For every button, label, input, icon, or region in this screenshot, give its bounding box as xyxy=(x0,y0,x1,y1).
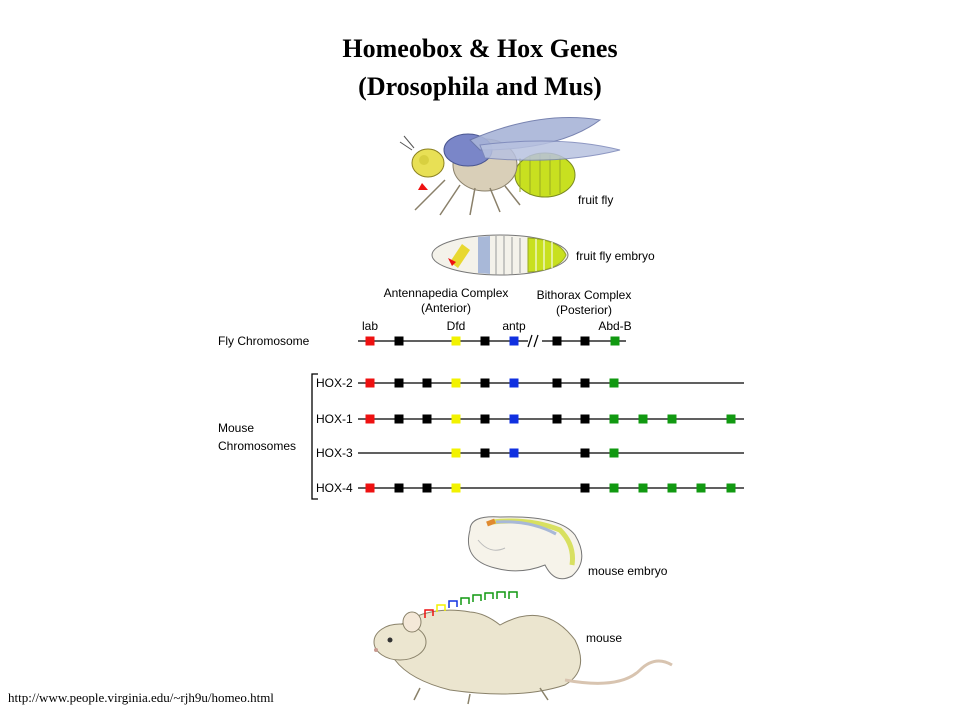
gene-label-antp: antp xyxy=(502,319,526,333)
hox-row-label: HOX-4 xyxy=(316,481,353,495)
hox-row-label: HOX-1 xyxy=(316,412,353,426)
hox-gene-box xyxy=(365,483,375,493)
hox-gene-box xyxy=(480,448,490,458)
hox-gene-box xyxy=(509,448,519,458)
hox-gene-box xyxy=(480,414,490,424)
fly-chromosome xyxy=(358,334,626,348)
hox-gene-box xyxy=(451,414,461,424)
fly-gene-box xyxy=(480,336,490,346)
gene-label-abdb: Abd-B xyxy=(598,319,631,333)
antennapedia-label-1: Antennapedia Complex xyxy=(384,286,509,300)
hox-gene-box xyxy=(509,378,519,388)
hox-gene-box xyxy=(480,378,490,388)
footer-url: http://www.people.virginia.edu/~rjh9u/ho… xyxy=(8,690,274,705)
hox-gene-box xyxy=(609,483,619,493)
mouse-embryo-label: mouse embryo xyxy=(588,564,668,578)
hox-row-hox-1: HOX-1 xyxy=(316,412,744,426)
hox-gene-box xyxy=(552,378,562,388)
chromosome-break-mark xyxy=(527,334,539,348)
bithorax-label-1: Bithorax Complex xyxy=(537,288,632,302)
hox-gene-box xyxy=(580,414,590,424)
mouse-label: mouse xyxy=(586,631,622,645)
fly-gene-box xyxy=(365,336,375,346)
fly-gene-box xyxy=(610,336,620,346)
hox-gene-box xyxy=(726,414,736,424)
hox-gene-box xyxy=(552,414,562,424)
fly-gene-box xyxy=(509,336,519,346)
hox-gene-box xyxy=(422,483,432,493)
fruit-fly-embryo-illustration xyxy=(431,234,569,276)
hox-gene-box xyxy=(580,448,590,458)
fly-gene-box xyxy=(394,336,404,346)
fly-gene-box xyxy=(451,336,461,346)
mouse-chromosomes-label-2: Chromosomes xyxy=(218,439,296,453)
fruit-fly-label: fruit fly xyxy=(578,193,613,207)
hox-row-label: HOX-3 xyxy=(316,446,353,460)
hox-gene-box xyxy=(365,378,375,388)
hox-gene-box xyxy=(509,414,519,424)
hox-gene-box xyxy=(609,414,619,424)
hox-gene-box xyxy=(451,448,461,458)
hox-gene-box xyxy=(609,378,619,388)
hox-gene-box xyxy=(638,414,648,424)
hox-gene-box xyxy=(580,378,590,388)
title-line-1: Homeobox & Hox Genes xyxy=(342,34,618,63)
fruit-fly-illustration xyxy=(399,117,621,216)
hox-gene-box xyxy=(696,483,706,493)
title-line-2: (Drosophila and Mus) xyxy=(358,72,602,101)
hox-gene-box xyxy=(451,483,461,493)
gene-label-dfd: Dfd xyxy=(447,319,466,333)
hox-gene-box xyxy=(667,414,677,424)
hox-gene-box xyxy=(422,378,432,388)
hox-row-hox-3: HOX-3 xyxy=(316,446,744,460)
fly-chromosome-label: Fly Chromosome xyxy=(218,334,310,348)
hox-row-hox-4: HOX-4 xyxy=(316,481,744,495)
hox-gene-box xyxy=(726,483,736,493)
mouse-chromosomes-bracket xyxy=(311,373,318,500)
hox-gene-box xyxy=(394,483,404,493)
hox-gene-box xyxy=(365,414,375,424)
hox-row-label: HOX-2 xyxy=(316,376,353,390)
hox-gene-box xyxy=(638,483,648,493)
fly-gene-box xyxy=(552,336,562,346)
hox-gene-box xyxy=(609,448,619,458)
gene-label-lab: lab xyxy=(362,319,378,333)
antennapedia-label-2: (Anterior) xyxy=(421,301,471,315)
hox-gene-box xyxy=(394,414,404,424)
fruit-fly-embryo-label: fruit fly embryo xyxy=(576,249,655,263)
hox-gene-box xyxy=(422,414,432,424)
mouse-chromosomes-label-1: Mouse xyxy=(218,421,254,435)
hox-gene-box xyxy=(394,378,404,388)
hox-gene-box xyxy=(580,483,590,493)
hox-gene-box xyxy=(451,378,461,388)
hox-gene-box xyxy=(667,483,677,493)
bithorax-label-2: (Posterior) xyxy=(556,303,612,317)
mouse-embryo-illustration xyxy=(468,516,583,580)
fly-gene-box xyxy=(580,336,590,346)
mouse-illustration xyxy=(373,591,673,705)
hox-row-hox-2: HOX-2 xyxy=(316,376,744,390)
